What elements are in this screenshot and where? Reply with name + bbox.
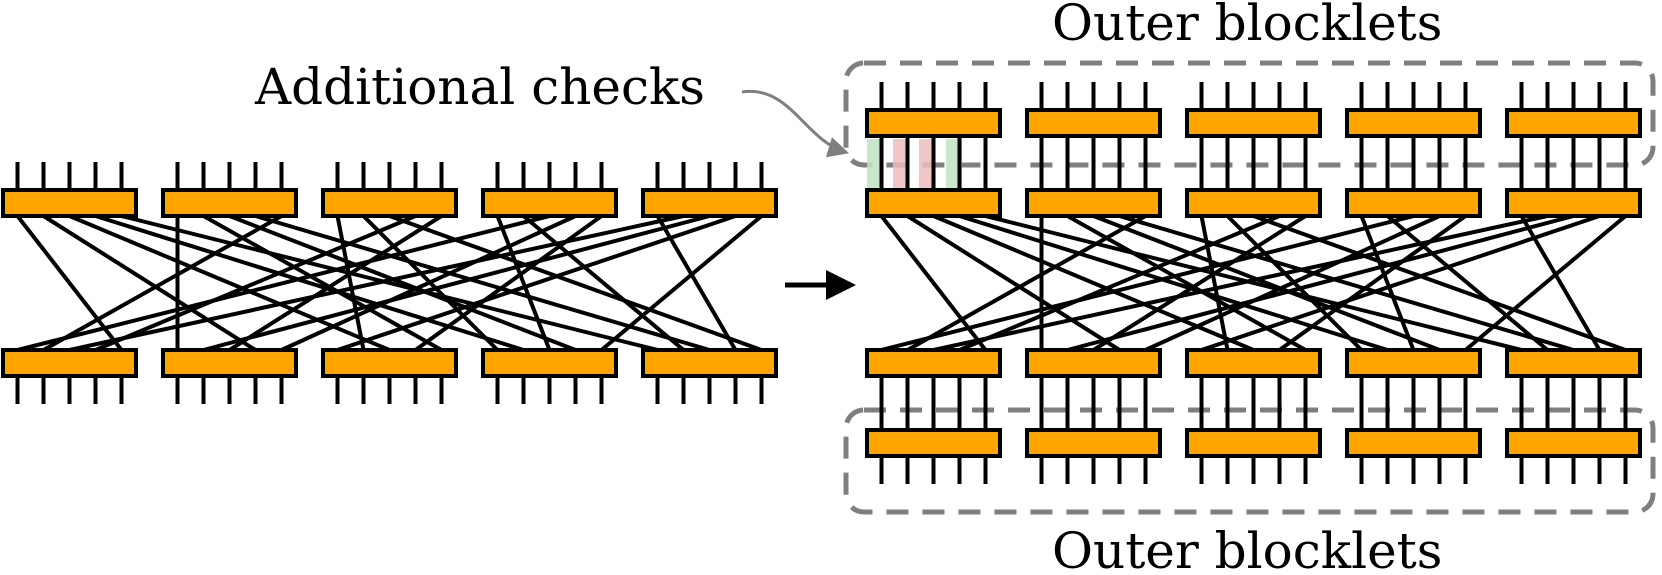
outer-blocklets-top-group [843,60,1656,168]
blocklet-block [1025,188,1162,218]
blocklet-block [321,348,458,378]
crossing-wire [1252,214,1627,352]
blocklet-block [161,188,298,218]
crossing-wire [958,214,1281,352]
crossing-wire [958,214,1389,352]
crossing-wire [228,214,577,352]
crossing-wire [335,215,366,351]
crossing-wire [17,214,550,352]
crossing-wire [42,214,283,352]
crossing-wire [69,214,684,352]
crossing-wire [522,214,685,352]
crossing-wire [1066,214,1575,352]
blocklet-block [481,188,618,218]
outer-blocklets-bottom-group [843,407,1656,515]
blocklet-block [161,348,298,378]
crossing-wire [68,214,391,352]
blocklet-block [865,348,1002,378]
blocklet-block [1185,108,1322,138]
additional-checks-label: Additional checks [254,58,705,116]
crossing-wire [932,214,1255,352]
blocklet-blocks [1,108,1642,458]
blocklet-block [641,348,778,378]
blocklet-block [1185,348,1322,378]
crossing-wire [1464,214,1627,352]
crossing-wire [1200,214,1601,352]
crossing-wire [655,214,738,352]
blocklet-block [1345,108,1482,138]
crossing-wire [94,214,417,352]
crossing-wire [1092,214,1307,352]
blocklet-block [1345,348,1482,378]
blocklet-block [1345,428,1482,458]
crossing-wire [1118,214,1575,352]
wire-network [15,82,1628,484]
additional-checks-callout [741,89,850,158]
blocklet-block [1185,428,1322,458]
crossing-wire [1144,214,1441,352]
crossing-wire [881,214,1414,352]
blocklet-block [1505,348,1642,378]
crossing-wire [94,214,525,352]
blocklet-block [1505,188,1642,218]
blocklet-block [865,188,1002,218]
blocklet-block [1,188,138,218]
crossing-wire [985,214,1522,352]
crossing-wire [414,214,603,352]
crossing-wire [879,214,988,352]
crossing-wire [1359,215,1416,351]
blocklet-block [865,428,1002,458]
blocklet-block [865,108,1002,138]
crossing-wire [388,214,763,352]
blocklet-block [1185,188,1322,218]
crossing-wire [336,214,737,352]
blocklet-block [1,348,138,378]
crossing-wire [906,214,1147,352]
crossing-wire [280,214,577,352]
crossing-wire [600,214,763,352]
blocklet-block [1345,188,1482,218]
outer-blocklets-top-label: Outer blocklets [1052,0,1442,52]
blocklet-block [641,188,778,218]
blocklet-block [1505,108,1642,138]
additional-check-highlights [867,139,962,189]
crossing-wire [1199,215,1230,351]
blocklet-block [1025,428,1162,458]
crossing-wire [1092,214,1441,352]
crossing-wire [1278,214,1467,352]
crossing-wire [42,214,257,352]
blocklet-block [321,188,458,218]
blocklet-block [481,348,618,378]
crossing-wire [1519,214,1602,352]
crossing-wire [495,215,552,351]
crossing-wire [228,214,443,352]
crossing-wire [1386,214,1549,352]
crossing-wire [202,214,711,352]
crossing-wire [906,214,1121,352]
blocklet-block [1025,108,1162,138]
crossing-wire [15,214,124,352]
crossing-wire [121,214,658,352]
crossing-wire [254,214,711,352]
outer-blocklets-bottom-label: Outer blocklets [1052,522,1442,575]
blocklet-block [1025,348,1162,378]
blocklet-block [1505,428,1642,458]
crossing-wire [933,214,1548,352]
